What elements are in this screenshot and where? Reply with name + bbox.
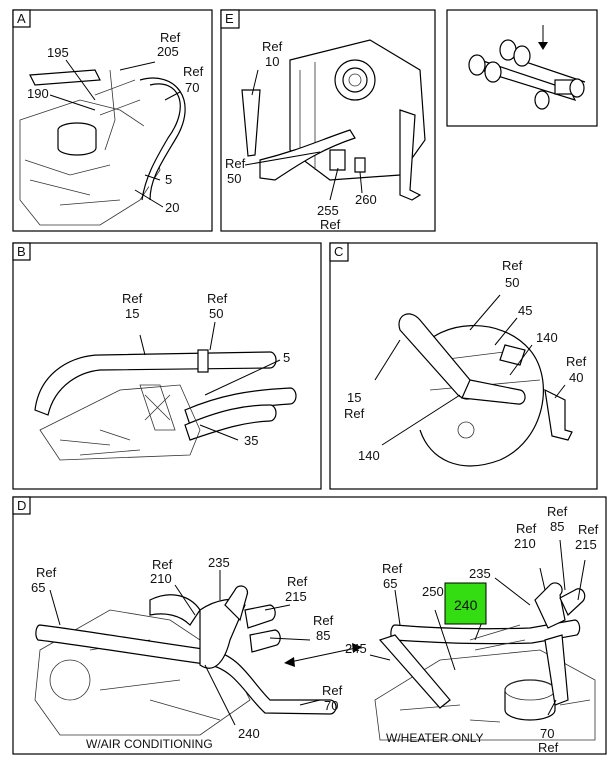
panel-d-left-callouts — [49, 570, 321, 726]
panel-b-label-50: 50 — [209, 306, 223, 321]
panel-c-pump-sketch — [398, 313, 573, 467]
panel-b-label-15: 15 — [125, 306, 139, 321]
panel-d-right-label-250: 250 — [422, 584, 444, 599]
panel-d-left-label-235: 235 — [208, 555, 230, 570]
panel-a-letter-box — [12, 9, 31, 28]
panel-d-left-label-ref-215: Ref — [287, 574, 308, 589]
panel-a-label-195: 195 — [47, 45, 69, 60]
panel-e-label-255: 255 — [317, 203, 339, 218]
panel-a-label-190: 190 — [27, 86, 49, 101]
panel-a: A 195 Ref 205 Ref 70 190 5 20 — [12, 9, 213, 232]
panel-d-right-label-215: 215 — [575, 537, 597, 552]
panel-d-left-label-85: 85 — [316, 628, 330, 643]
panel-b-letter-box — [12, 242, 31, 261]
caption-air-conditioning: W/AIR CONDITIONING — [86, 737, 213, 751]
panel-b-label-ref-15: Ref — [122, 291, 143, 306]
panel-d-right-label-245: 245 — [345, 641, 367, 656]
panel-d-right-label-ref-215: Ref — [578, 522, 599, 537]
panel-c-label-ref-40: Ref — [566, 354, 587, 369]
panel-e-label-10: 10 — [265, 54, 279, 69]
caption-heater-only: W/HEATER ONLY — [386, 731, 484, 745]
panel-d-left-label-210: 210 — [150, 571, 172, 586]
panel-c-label-45: 45 — [518, 303, 532, 318]
panel-c-label-ref-50: Ref — [502, 258, 523, 273]
double-arrow-icon — [284, 643, 362, 667]
panel-a-label-205: 205 — [157, 44, 179, 59]
panel-a-engine-sketch — [19, 69, 186, 226]
panel-a-label-5: 5 — [165, 172, 172, 187]
panel-a-label-ref-205: Ref — [160, 30, 181, 45]
panel-d-left-label-ref-65: Ref — [36, 565, 57, 580]
panel-c-label-40: 40 — [569, 370, 583, 385]
panel-d-letter: D — [17, 498, 26, 513]
panel-c-letter: C — [334, 244, 343, 259]
panel-d-right-label-ref-85: Ref — [547, 504, 568, 519]
panel-d-left-label-70: 70 — [324, 698, 338, 713]
panel-c-label-ref-15: Ref — [344, 406, 365, 421]
panel-d-left-label-240: 240 — [238, 726, 260, 741]
panel-b-label-5: 5 — [283, 350, 290, 365]
panel-b-callouts — [139, 321, 281, 441]
panel-d-left-label-ref-210: Ref — [152, 557, 173, 572]
panel-c-letter-box — [329, 242, 349, 262]
panel-d-right-label-210: 210 — [514, 536, 536, 551]
panel-c: C Ref 50 45 140 Ref 40 15 Ref 140 — [329, 242, 598, 490]
panel-d-right-label-65: 65 — [383, 576, 397, 591]
panel-a-label-70: 70 — [185, 80, 199, 95]
panel-d-right-label-240-highlighted: 240 — [454, 597, 478, 613]
panel-c-label-50: 50 — [505, 275, 519, 290]
down-arrow-icon — [538, 25, 548, 50]
panel-d-right-label-85: 85 — [550, 519, 564, 534]
panel-a-label-ref-70: Ref — [183, 64, 204, 79]
panel-d-left-label-ref-70: Ref — [322, 683, 343, 698]
panel-e-pump-sketch — [241, 39, 426, 201]
panel-a-callouts — [49, 59, 181, 208]
panel-d-right-label-ref-70: Ref — [538, 740, 559, 755]
panel-e-label-ref-50: Ref — [225, 156, 246, 171]
panel-d-left-label-ref-85: Ref — [313, 613, 334, 628]
panel-d-right-callouts — [369, 539, 586, 716]
panel-e-label-260: 260 — [355, 192, 377, 207]
panel-b: B Ref 15 Ref 50 5 35 — [12, 242, 322, 490]
panel-b-label-ref-50: Ref — [207, 291, 228, 306]
panel-d-right-label-235: 235 — [469, 566, 491, 581]
panel-a-letter: A — [17, 11, 26, 26]
panel-c-label-15: 15 — [347, 390, 361, 405]
panel-b-letter: B — [17, 244, 26, 259]
panel-d-letter-box — [12, 496, 31, 515]
truck-chassis-icon — [468, 39, 586, 110]
panel-b-label-35: 35 — [244, 433, 258, 448]
panel-e-label-ref-255: Ref — [320, 217, 341, 232]
panel-c-label-140-top: 140 — [536, 330, 558, 345]
panel-d-right-label-ref-210: Ref — [516, 521, 537, 536]
panel-d-right-label-70: 70 — [540, 726, 554, 741]
panel-d-right-sketch — [374, 582, 596, 741]
panel-c-callouts — [374, 294, 566, 446]
panel-d-right-label-ref-65: Ref — [382, 561, 403, 576]
panel-d-left-sketch — [34, 585, 337, 736]
panel-e-callouts — [244, 69, 363, 201]
panel-e-letter-box — [220, 9, 240, 29]
highlight-box-240 — [444, 582, 487, 625]
panel-e-label-ref-10: Ref — [262, 39, 283, 54]
panel-c-label-140-bottom: 140 — [358, 448, 380, 463]
panel-e-letter: E — [225, 11, 234, 26]
panel-b-hose-sketch — [34, 349, 297, 461]
panel-d-left-label-215: 215 — [285, 589, 307, 604]
vehicle-locator — [446, 9, 598, 127]
panel-d: D Ref 65 Ref 210 235 Ref 215 R — [12, 496, 607, 755]
panel-a-label-20: 20 — [165, 200, 179, 215]
panel-e: E Ref 10 Ref 50 255 Ref 260 — [220, 9, 436, 232]
panel-d-left-label-65: 65 — [31, 580, 45, 595]
panel-e-label-50: 50 — [227, 171, 241, 186]
